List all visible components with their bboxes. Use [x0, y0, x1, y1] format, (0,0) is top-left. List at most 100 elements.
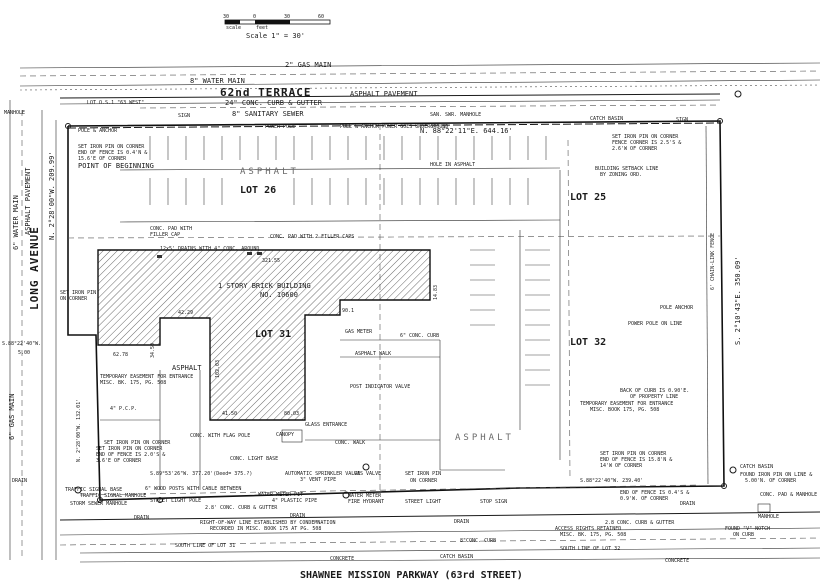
note-conc-curb-south-e: 2.8 CONC. CURB & GUTTER [605, 520, 675, 526]
lot-32: LOT 32 [570, 337, 606, 348]
manhole-label-west: MANHOLE [4, 110, 25, 116]
note-conc-curb-south-w: 2.8' CONC. CURB & GUTTER [205, 505, 278, 511]
parking-stalls-east [470, 170, 561, 460]
note-sw-pin: SET IRON PIN ON CORNER [104, 440, 171, 446]
note-conc-pad-two: CONC. PAD WITH 2 FILLER CAPS [270, 234, 354, 240]
conc-curb-label-south: 8"CONC. CURB [460, 538, 496, 544]
parking-stalls-north [119, 136, 561, 223]
note-traffic-base: TRAFFIC SIGNAL BASE [65, 487, 122, 493]
street-west: LONG AVENUE [28, 226, 41, 310]
note-conc-walk: CONC. WALK [335, 440, 365, 446]
note-w-pin: SET IRON PIN [60, 290, 96, 296]
note-wood-posts: 6" WOOD POSTS WITH CABLE BETWEEN [145, 486, 241, 492]
bld-dim-7: 14.83 [433, 285, 439, 300]
street-south: SHAWNEE MISSION PARKWAY (63rd STREET) [300, 570, 523, 581]
drain-label-1: DRAIN [134, 515, 149, 521]
note-canopy: CANOPY [276, 432, 294, 438]
note-drains: 12x5' DRAINS WITH 4" CONC. AROUND [160, 246, 259, 252]
note-power-pole-line: POWER POLE ON LINE [628, 321, 682, 327]
note-point-of-beginning: POINT OF BEGINNING [78, 162, 154, 170]
asphalt-walk-label: ASPHALT WALK [355, 351, 391, 357]
note-temp-easement-e-2: MISC. BOOK 175, PG. 508 [590, 407, 659, 413]
note-pcp: 4" P.C.P. [110, 406, 137, 412]
note-street-light: STREET LIGHT [405, 499, 441, 505]
lot-31: LOT 31 [255, 329, 291, 340]
sign-label-top-right: SIGN [676, 117, 688, 123]
note-conc-pad-filler-2: FILLER CAP [150, 232, 180, 238]
note-nw-pin: SET IRON PIN ON CORNER [78, 144, 145, 150]
site-features [65, 90, 771, 513]
lot-26: LOT 26 [240, 185, 276, 196]
scale-sub-1: feet [256, 25, 268, 31]
note-v-notch-2: ON CURB [733, 532, 754, 538]
scale-label: Scale 1" = 30' [246, 32, 305, 40]
scale-tick-2: 30 [284, 14, 290, 20]
note-se-fence: END OF FENCE IS 15.8'N & [600, 457, 672, 463]
bearing-west: N. 2°28'00"W. 209.99' [48, 151, 56, 240]
water-main-label: 8" WATER MAIN [190, 77, 245, 85]
south-line-31: SOUTH LINE OF LOT 31 [175, 543, 235, 549]
gas-main-west-label: 6" GAS MAIN [8, 394, 16, 440]
note-nw-fence-2: 15.6'E OF CORNER [78, 156, 127, 162]
sign-label-top: SIGN [178, 113, 190, 119]
catch-basin-label-top: CATCH BASIN [590, 116, 623, 122]
south-street: SHAWNEE MISSION PARKWAY (63rd STREET) SO… [12, 478, 821, 581]
note-found-pin: FOUND IRON PIN ON LINE & [740, 472, 812, 478]
note-gas-meter: GAS METER [345, 329, 373, 335]
bld-dim-1: 42.29 [178, 310, 193, 316]
note-s-pin: SET IRON PIN [405, 471, 441, 477]
note-setback-2: BY ZONING ORD. [600, 172, 642, 178]
note-temp-easement-e: TEMPORARY EASEMENT FOR ENTRANCE [580, 401, 673, 407]
drain-label-2: DRAIN [290, 513, 305, 519]
asphalt-label-east: ASPHALT [455, 433, 514, 443]
street-west-suffix: ASPHALT PAVEMENT [24, 167, 32, 235]
note-storm-manhole: STORM SEWER MANHOLE [70, 501, 127, 507]
asphalt-label-west: ASPHALT [172, 364, 202, 372]
water-main-west-label: 6" WATER MAIN [12, 195, 20, 250]
asphalt-label-north: ASPHALT [240, 167, 299, 177]
note-ne-fence: FENCE CORNER IS 2.5'S & [612, 140, 681, 146]
bearing-west-jog-0: S.88°22'40"W. [2, 341, 41, 347]
bld-dim-8: 90.1 [342, 308, 354, 314]
note-v-notch: FOUND "V" NOTCH [725, 526, 770, 532]
note-ne-pin: SET IRON PIN ON CORNER [612, 134, 679, 140]
bld-dim-5: 41.50 [222, 411, 237, 417]
building: 1 STORY BRICK BUILDING NO. 10600 321.55 … [97, 249, 439, 421]
note-power-pole: POWER POLE [265, 124, 295, 130]
note-pole-anchor: POLE & ANCHOR [78, 128, 118, 134]
note-se-pin: SET IRON PIN ON CORNER [600, 451, 667, 457]
note-sprinkler: AUTOMATIC SPRINKLER VALVE [285, 471, 360, 477]
bld-dim-0: 321.55 [262, 258, 280, 264]
street-north-suffix: ASPHALT PAVEMENT [350, 90, 418, 98]
note-gas-valve: GAS VALVE [354, 471, 381, 477]
note-sw-fence-2: 3.6'E OF CORNER [96, 458, 142, 464]
note-access-rights-2: MISC. BK. 175, PG. 508 [560, 532, 626, 538]
note-post-indicator: POST INDICATOR VALVE [350, 384, 410, 390]
scale-tick-1: 0 [253, 14, 256, 20]
concrete-label-1: CONCRETE [330, 556, 354, 562]
note-plastic-pipe: 4" PLASTIC PIPE [272, 498, 317, 504]
note-back-of-curb-2: OF PROPERTY LINE [630, 394, 678, 400]
note-found-pin-2: 5.00'N. OF CORNER [745, 478, 797, 484]
note-light-base: CONC. LIGHT BASE [230, 456, 278, 462]
note-se-fence-4: 0.9'W. OF CORNER [620, 496, 669, 502]
note-w-pin-2: ON CORNER [60, 296, 88, 302]
bearing-south-east: S.88°22'40"W. 239.40' [580, 478, 643, 484]
south-line-32: SOUTH LINE OF LOT 32 [560, 546, 620, 552]
note-glass-entrance: GLASS ENTRANCE [305, 422, 347, 428]
note-se-fence-3: END OF FENCE IS 0.4'S & [620, 490, 689, 496]
drain-label-4: DRAIN [680, 501, 695, 507]
property-boundary [67, 120, 725, 501]
note-water-meter-pit: WATER METER PIT [258, 492, 303, 498]
scale-tick-0: 30 [223, 14, 229, 20]
note-row-line: RIGHT-OF-WAY LINE ESTABLISHED BY CONDEMN… [200, 520, 335, 526]
bld-dim-3: 34.50 [150, 343, 156, 358]
note-ne-fence-2: 2.6'W OF CORNER [612, 146, 658, 152]
note-conc-curb-6: 6" CONC. CURB [400, 333, 439, 339]
drain-label-west: DRAIN [12, 478, 27, 484]
bearing-north: N. 88°22'11"E. 644.16' [420, 127, 513, 135]
drain-label-3: DRAIN [454, 519, 469, 525]
manhole-label-south: MANHOLE [758, 514, 779, 520]
bearing-south-west: S.89°53'26"W. 377.20'(Deed= 375.?) [150, 471, 252, 477]
